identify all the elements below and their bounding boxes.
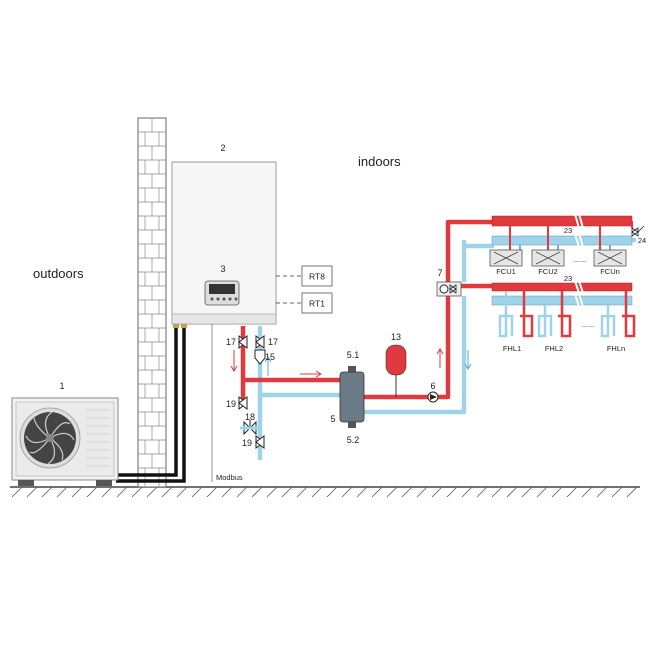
- label-19a: 19: [226, 399, 236, 409]
- label-19b: 19: [242, 438, 252, 448]
- fhl-label: FHL2: [545, 344, 563, 353]
- fcu-label: FCUn: [600, 267, 620, 276]
- label-outdoor-unit: 1: [59, 381, 64, 391]
- expansion-vessel: [385, 344, 407, 397]
- outdoor-unit: [11, 397, 119, 486]
- fcu-manifolds: [491, 213, 633, 248]
- label-controller: 3: [220, 264, 225, 274]
- shutoff-valve: [238, 335, 248, 349]
- fcu-returns: [519, 245, 611, 250]
- fcu-label: FCU1: [496, 267, 516, 276]
- label-23b: 23: [564, 274, 572, 283]
- fcu-label: FCU2: [538, 267, 558, 276]
- fan-coil-unit: [531, 249, 565, 267]
- flow-arrows: [230, 348, 472, 378]
- floor-heating-loop: [498, 291, 534, 338]
- drain-valve: [255, 435, 265, 449]
- fhl-ellipsis: ......: [582, 320, 595, 329]
- fan-coil-unit: [489, 249, 523, 267]
- thermostat-rt1: [301, 292, 333, 314]
- modbus-label: Modbus: [216, 473, 243, 482]
- drain-valve: [238, 396, 248, 410]
- three-way-valve: [436, 281, 462, 297]
- ground: [10, 486, 640, 498]
- indoors-label: indoors: [358, 154, 401, 169]
- label-17b: 17: [268, 337, 278, 347]
- label-6: 6: [430, 381, 435, 391]
- label-5-2: 5.2: [347, 435, 360, 445]
- thermostat-rt1-label: RT1: [309, 299, 325, 309]
- fcu-ellipsis: ......: [574, 255, 587, 264]
- label-15: 15: [265, 352, 275, 362]
- label-23a: 23: [564, 226, 572, 235]
- fhl-label: FHLn: [607, 344, 625, 353]
- fhl-label: FHL1: [503, 344, 521, 353]
- fcu-risers: [509, 226, 601, 250]
- label-5: 5: [330, 414, 335, 424]
- wired-controller: [204, 280, 240, 306]
- hydraulic-separator: [339, 366, 365, 428]
- refrigerant-connector: [173, 322, 179, 328]
- supply-pipes: [240, 219, 492, 405]
- thermostat-rt8: [301, 265, 333, 287]
- label-18: 18: [245, 412, 255, 422]
- filter-icon: [254, 349, 266, 365]
- outdoors-label: outdoors: [33, 266, 84, 281]
- shutoff-valve: [255, 335, 265, 349]
- label-5-1: 5.1: [347, 350, 360, 360]
- thermostat-rt8-label: RT8: [309, 272, 325, 282]
- label-24: 24: [638, 236, 646, 245]
- refrigerant-connector: [181, 322, 187, 328]
- brick-wall: [137, 117, 167, 488]
- circulation-pump: [427, 391, 439, 403]
- fan-coil-unit: [593, 249, 627, 267]
- floor-heating-loop: [600, 291, 636, 338]
- refrigerant-lines: [116, 328, 186, 483]
- label-17a: 17: [226, 337, 236, 347]
- label-13: 13: [391, 332, 401, 342]
- label-7: 7: [437, 268, 442, 278]
- air-vent-valve: [631, 221, 645, 237]
- floor-heating-loop: [537, 291, 572, 338]
- label-indoor-unit: 2: [220, 143, 225, 153]
- thermostat-links: [276, 275, 302, 304]
